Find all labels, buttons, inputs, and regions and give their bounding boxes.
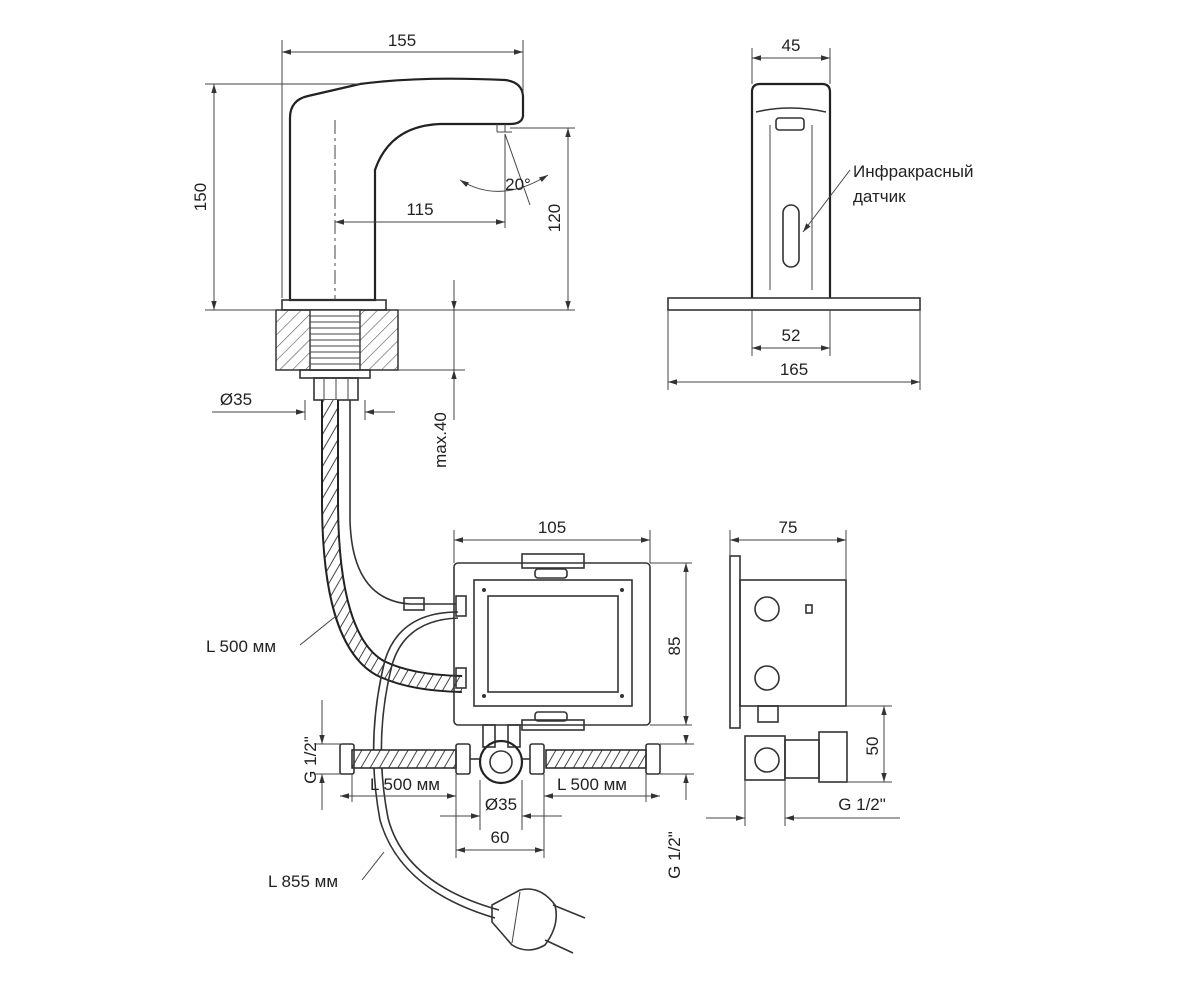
dim-width-52: 52 — [782, 326, 801, 345]
box-side-flange — [729, 555, 741, 729]
dim-outlet-diameter: Ø35 — [485, 795, 517, 814]
dim-box-width-105: 105 — [538, 518, 566, 537]
control-box-front: 105 85 L 500 мм G 1/2" L 500 мм L 500 мм… — [206, 518, 694, 891]
box-side-body — [739, 579, 847, 707]
faucet-front-view: 45 Инфракрасный датчик 52 165 — [667, 36, 973, 390]
label-hose-length-left: L 500 мм — [370, 775, 440, 794]
dim-diameter-35: Ø35 — [220, 390, 252, 409]
control-box-side: 75 50 G 1/2" — [706, 518, 900, 826]
label-spout-hose-length: L 500 мм — [206, 637, 276, 656]
outlet-body — [478, 739, 524, 785]
label-thread-side: G 1/2" — [838, 795, 886, 814]
dim-width-155: 155 — [388, 31, 416, 50]
sensor-label-line2: датчик — [853, 187, 906, 206]
faucet-base-plate — [667, 297, 921, 311]
sensor-label-line1: Инфракрасный — [853, 162, 973, 181]
box-inner-panel — [473, 579, 633, 707]
hose-left — [351, 749, 457, 769]
hose-right — [545, 749, 647, 769]
faucet-front-body — [750, 82, 832, 298]
label-thread-left: G 1/2" — [301, 736, 320, 784]
dim-height-150: 150 — [191, 183, 210, 211]
dim-width-45: 45 — [782, 36, 801, 55]
dim-width-165: 165 — [780, 360, 808, 379]
label-hose-length-right: L 500 мм — [557, 775, 627, 794]
faucet-flange — [281, 299, 387, 311]
dim-max-40: max.40 — [431, 412, 450, 468]
dim-box-height-85: 85 — [665, 637, 684, 656]
dim-spout-120: 120 — [545, 204, 564, 232]
infrared-sensor-window — [782, 204, 800, 268]
label-thread-bottom: G 1/2" — [665, 831, 684, 879]
box-outer-frame — [453, 562, 651, 726]
label-cable-length: L 855 мм — [268, 872, 338, 891]
hoses-and-cable — [321, 400, 586, 954]
dim-reach-115: 115 — [406, 200, 433, 219]
power-plug — [491, 888, 586, 954]
faucet-side-view: 155 150 115 120 20° Ø35 max.40 — [191, 31, 575, 468]
dim-outlet-height-50: 50 — [863, 737, 882, 756]
mounting-nut — [299, 369, 371, 379]
dim-box-depth-75: 75 — [779, 518, 798, 537]
dim-outlet-spacing-60: 60 — [491, 828, 510, 847]
dim-angle-20: 20° — [505, 175, 531, 194]
faucet-body — [288, 77, 525, 302]
